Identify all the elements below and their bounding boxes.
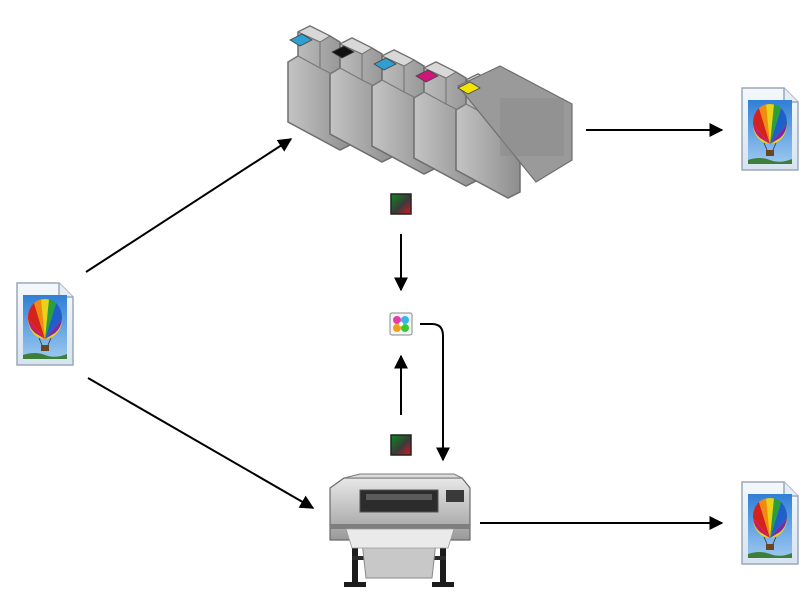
color-management-node	[389, 312, 413, 336]
color-profile-top-node	[390, 193, 412, 215]
color-gradient-icon	[390, 434, 412, 456]
color-profile-bottom-node	[390, 434, 412, 456]
output-bottom-node	[741, 481, 799, 565]
color-gradient-icon	[390, 193, 412, 215]
ink-swatch-3	[373, 57, 397, 71]
printer-icon	[329, 473, 471, 587]
balloon-image-icon	[16, 282, 74, 366]
source-image-node	[16, 282, 74, 366]
edge-source-to-cartridges	[85, 138, 293, 273]
ink-swatch-4	[415, 69, 439, 83]
edge-source-to-printer	[87, 377, 315, 509]
ink-cartridges-icon	[287, 25, 573, 199]
ink-swatch-5	[457, 81, 481, 95]
edge-cm-to-printer	[420, 323, 450, 462]
large-format-printer-node	[329, 473, 471, 587]
ink-cartridges-node	[287, 25, 573, 199]
ink-swatch-1	[289, 33, 313, 47]
output-top-node	[741, 87, 799, 171]
balloon-image-icon	[741, 87, 799, 171]
connectors	[85, 123, 724, 530]
ink-swatch-2	[331, 45, 355, 59]
balloon-image-icon	[741, 481, 799, 565]
color-management-icon	[389, 312, 413, 336]
